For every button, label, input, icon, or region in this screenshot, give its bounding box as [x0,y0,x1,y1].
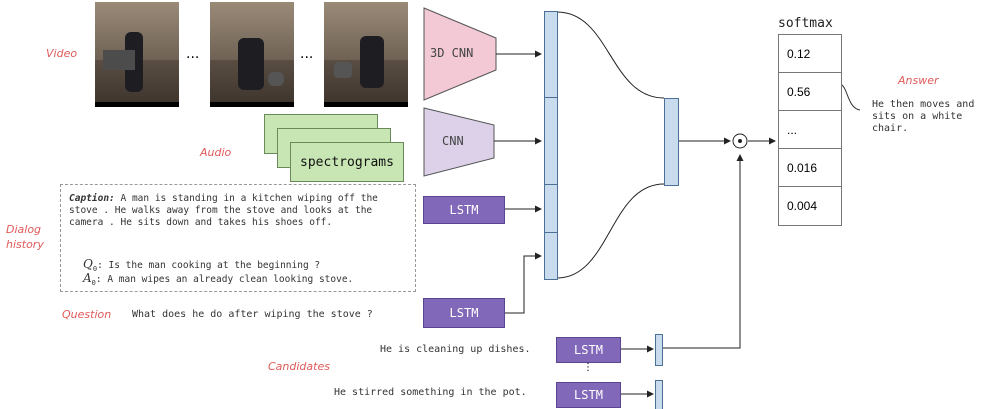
softmax-cell: ... [779,111,841,149]
audio-label: Audio [200,146,232,159]
candidate-1-vector [655,334,663,366]
video-frame-1 [95,2,179,107]
cnn-block [423,107,495,177]
softmax-cell: 0.016 [779,149,841,187]
candidates-label: Candidates [268,360,330,373]
caption-block: Caption: A man is standing in a kitchen … [69,193,409,229]
dialog-history-box: Caption: A man is standing in a kitchen … [60,184,416,292]
lstm-candidate-1: LSTM [556,337,621,363]
question-feature-vector [544,232,558,280]
audio-feature-vector [544,97,558,185]
a-text: : A man wipes an already clean looking s… [95,274,354,285]
video-frame-2 [210,2,294,107]
q-sub: 0 [92,264,98,273]
candidate-vdots: ⋮ [583,362,593,373]
question-label: Question [62,308,112,321]
softmax-box: 0.12 0.56 ... 0.016 0.004 [778,34,842,226]
softmax-cell: 0.12 [779,35,841,73]
softmax-cell: 0.56 [779,73,841,111]
candidate-2-vector [655,380,663,409]
candidate-2-text: He stirred something in the pot. [334,387,527,398]
video-feature-vector [544,11,558,98]
video-label: Video [46,47,78,60]
video-frame-3 [324,2,408,107]
dialog-history-label: Dialog history [6,223,44,251]
odot-dot [738,139,742,143]
lstm-dialog: LSTM [423,196,505,224]
frame-ellipsis-1: ... [186,46,200,62]
fused-feature-vector [664,98,679,186]
cnn-label: CNN [442,134,464,148]
dialog-question-0: Q0: Is the man cooking at the beginning … [83,257,320,273]
caption-label: Caption: [69,193,115,204]
question-text: What does he do after wiping the stove ? [132,309,373,320]
answer-text: He then moves and sits on a white chair. [872,99,975,134]
cnn3d-label: 3D CNN [430,46,474,60]
spectrogram-card-front: spectrograms [290,142,404,182]
softmax-cell: 0.004 [787,199,818,213]
lstm-candidate-2: LSTM [556,382,621,408]
dialog-feature-vector [544,184,558,233]
cnn3d-block [423,7,497,101]
softmax-title: softmax [778,16,833,31]
frame-ellipsis-2: ... [300,46,314,62]
a-symbol: A [83,271,92,285]
lstm-question: LSTM [423,298,505,328]
a-sub: 0 [91,278,96,287]
caption-text: A man is standing in a kitchen wiping of… [69,193,378,228]
q-text: : Is the man cooking at the beginning ? [97,260,321,271]
q-symbol: Q [83,257,93,271]
answer-label: Answer [898,74,939,87]
dialog-answer-0: A0: A man wipes an already clean looking… [83,271,353,287]
candidate-1-text: He is cleaning up dishes. [380,344,531,355]
